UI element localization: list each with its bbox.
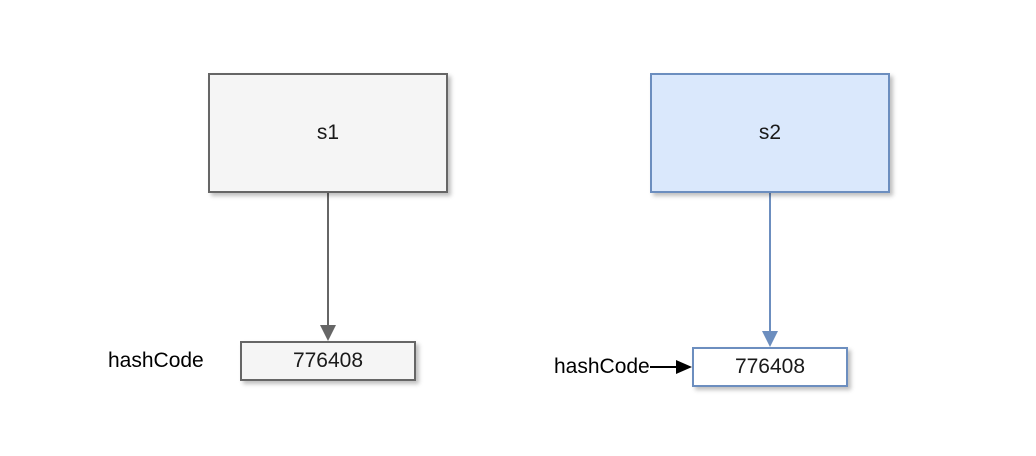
s1-node[interactable]: s1 — [208, 73, 448, 193]
s1-node-label: s1 — [316, 121, 340, 144]
hashcode-value-label-2: 776408 — [734, 355, 806, 378]
arrowhead-s2-to-value2 — [762, 331, 778, 347]
hashcode-value-node-2[interactable]: 776408 — [692, 347, 848, 387]
s2-node-label: s2 — [758, 121, 782, 144]
hashcode-value-label-1: 776408 — [292, 349, 364, 372]
arrowhead-hashcode-to-value2 — [676, 360, 692, 374]
hashcode-value-node-1[interactable]: 776408 — [240, 341, 416, 381]
hashcode-label-right: hashCode — [554, 355, 650, 378]
s2-node[interactable]: s2 — [650, 73, 890, 193]
hashcode-label-left: hashCode — [108, 349, 204, 372]
arrowhead-s1-to-value1 — [320, 325, 336, 341]
